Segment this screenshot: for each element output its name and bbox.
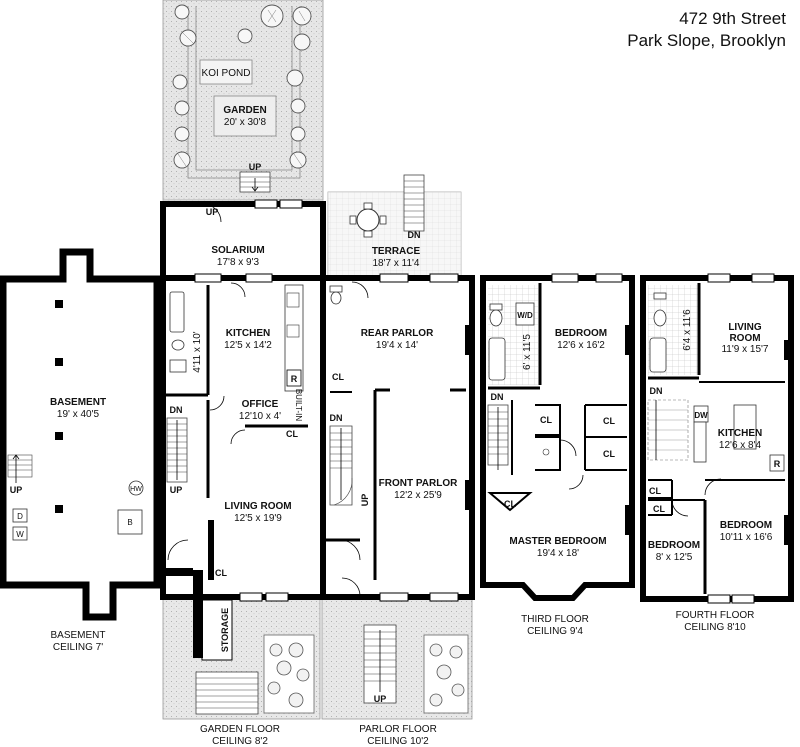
front-tree-icon	[267, 642, 310, 708]
third-closet-3-label: CL	[603, 449, 615, 459]
basement-caption-floor: BASEMENT	[50, 630, 105, 641]
address-street: 472 9th Street	[679, 9, 786, 28]
terrace-label: TERRACE	[372, 246, 421, 257]
office-dimensions: 12'10 x 4'	[239, 411, 281, 422]
rear-parlor-label: REAR PARLOR	[361, 328, 434, 339]
washer-label: W	[16, 530, 24, 539]
fourth-bath-dimensions: 6'4 x 11'6	[682, 309, 693, 351]
garden-bath-dimensions: 4'11 x 10'	[192, 331, 203, 373]
third-bath-dimensions: 6' x 11'5	[522, 334, 533, 370]
fourth-living-label: LIVING	[728, 322, 762, 333]
basement-dimensions: 19' x 40'5	[57, 409, 100, 420]
rear-garden: KOI POND GARDEN 20' x 30'8 UP	[162, 0, 324, 225]
solarium-label: SOLARIUM	[211, 245, 264, 256]
garden-up-label: UP	[249, 162, 262, 172]
boiler-label: B	[127, 518, 132, 527]
boiler-icon	[117, 509, 143, 535]
third-floor-ceiling: CEILING 9'4	[527, 626, 583, 637]
garden-tree-icon	[172, 4, 312, 169]
front-parlor-dimensions: 12'2 x 25'9	[394, 490, 442, 501]
solarium-dimensions: 17'8 x 9'3	[217, 257, 260, 268]
terrace-dimensions: 18'7 x 11'4	[372, 258, 419, 269]
third-closet-4-label: CL	[504, 499, 516, 509]
fourth-kitchen-label: KITCHEN	[718, 428, 762, 439]
master-bedroom-label: MASTER BEDROOM	[509, 536, 606, 547]
fourth-kitchen-dimensions: 12'6 x 8'4	[719, 440, 762, 451]
water-heater-icon	[128, 480, 144, 496]
washer-icon	[12, 526, 28, 541]
parlor-dn-label: DN	[330, 413, 343, 423]
water-heater-label: HW	[130, 486, 142, 493]
office-label: OFFICE	[242, 399, 279, 410]
basement-label: BASEMENT	[50, 397, 106, 408]
patio-table-icon	[349, 202, 387, 238]
address-area: Park Slope, Brooklyn	[627, 31, 786, 50]
builtin-label: BUILT-IN	[294, 389, 303, 422]
fourth-dn-label: DN	[650, 386, 663, 396]
fourth-living-dimensions: 11'9 x 15'7	[721, 344, 768, 355]
parlor-floor-plan: UP DN UP CL REAR P	[320, 273, 475, 747]
fourth-bedroom-large-label: BEDROOM	[720, 520, 772, 531]
terrace-dn-label: DN	[408, 230, 421, 240]
garden-up-stair-label: UP	[170, 485, 183, 495]
fourth-fridge-label: R	[774, 459, 781, 469]
fourth-floor-plan: 6'4 x 11'6 DN DW R	[640, 273, 794, 633]
garden-closet-label: CL	[286, 429, 298, 439]
garden-dn-label: DN	[170, 405, 183, 415]
rear-parlor-dimensions: 19'4 x 14'	[376, 340, 418, 351]
fourth-bedroom-small-label: BEDROOM	[648, 540, 700, 551]
front-parlor-label: FRONT PARLOR	[379, 478, 458, 489]
garden-floor-plan: R STORAGE UP	[160, 199, 326, 747]
solarium-up-label: UP	[206, 207, 219, 217]
garden-living-room-label: LIVING ROOM	[224, 501, 291, 512]
third-floor-caption: THIRD FLOOR	[521, 614, 589, 625]
parlor-floor-caption: PARLOR FLOOR	[359, 724, 437, 735]
third-dn-label: DN	[491, 392, 504, 402]
third-bedroom-label: BEDROOM	[555, 328, 607, 339]
third-bedroom-dimensions: 12'6 x 16'2	[557, 340, 605, 351]
fourth-living-label-2: ROOM	[729, 333, 760, 344]
fourth-bedroom-small-dimensions: 8' x 12'5	[656, 552, 693, 563]
parlor-up-label: UP	[360, 494, 370, 507]
terrace: DN TERRACE 18'7 x 11'4	[327, 174, 462, 279]
garden-floor-caption: GARDEN FLOOR	[200, 724, 280, 735]
basement-caption-ceiling: CEILING 7'	[53, 642, 103, 653]
garden-closet-2-label: CL	[215, 568, 227, 578]
dryer-label: D	[17, 512, 23, 521]
dryer-icon	[12, 508, 28, 523]
washer-dryer-label: W/D	[517, 311, 533, 320]
fourth-closet-2-label: CL	[653, 504, 665, 514]
stoop-up-label: UP	[374, 694, 387, 704]
garden-kitchen-dimensions: 12'5 x 14'2	[224, 340, 272, 351]
dishwasher-label: DW	[694, 411, 708, 420]
koi-pond-label: KOI POND	[202, 68, 251, 79]
fourth-bedroom-large-dimensions: 10'11 x 16'6	[720, 532, 773, 543]
basement-up-label: UP	[10, 485, 23, 495]
third-closet-1-label: CL	[540, 415, 552, 425]
basement-plan: UP HW D W B BASEMENT 19' x 40'5 BASEMENT…	[0, 248, 161, 653]
storage-label: STORAGE	[220, 608, 230, 652]
garden-fridge-label: R	[291, 374, 298, 384]
parlor-closet-label: CL	[332, 372, 344, 382]
garden-label: GARDEN	[223, 105, 266, 116]
master-bedroom-dimensions: 19'4 x 18'	[537, 548, 579, 559]
third-floor-plan: W/D 6' x 11'5 DN CL CL CL CL	[480, 273, 635, 637]
fourth-floor-caption: FOURTH FLOOR	[676, 610, 755, 621]
garden-steps	[239, 171, 271, 193]
garden-living-room-dimensions: 12'5 x 19'9	[234, 513, 282, 524]
parlor-floor-ceiling: CEILING 10'2	[367, 736, 429, 747]
fourth-closet-1-label: CL	[649, 486, 661, 496]
third-closet-2-label: CL	[603, 416, 615, 426]
garden-floor-ceiling: CEILING 8'2	[212, 736, 268, 747]
fourth-floor-ceiling: CEILING 8'10	[684, 622, 746, 633]
garden-kitchen-label: KITCHEN	[226, 328, 270, 339]
garden-dimensions: 20' x 30'8	[224, 117, 267, 128]
